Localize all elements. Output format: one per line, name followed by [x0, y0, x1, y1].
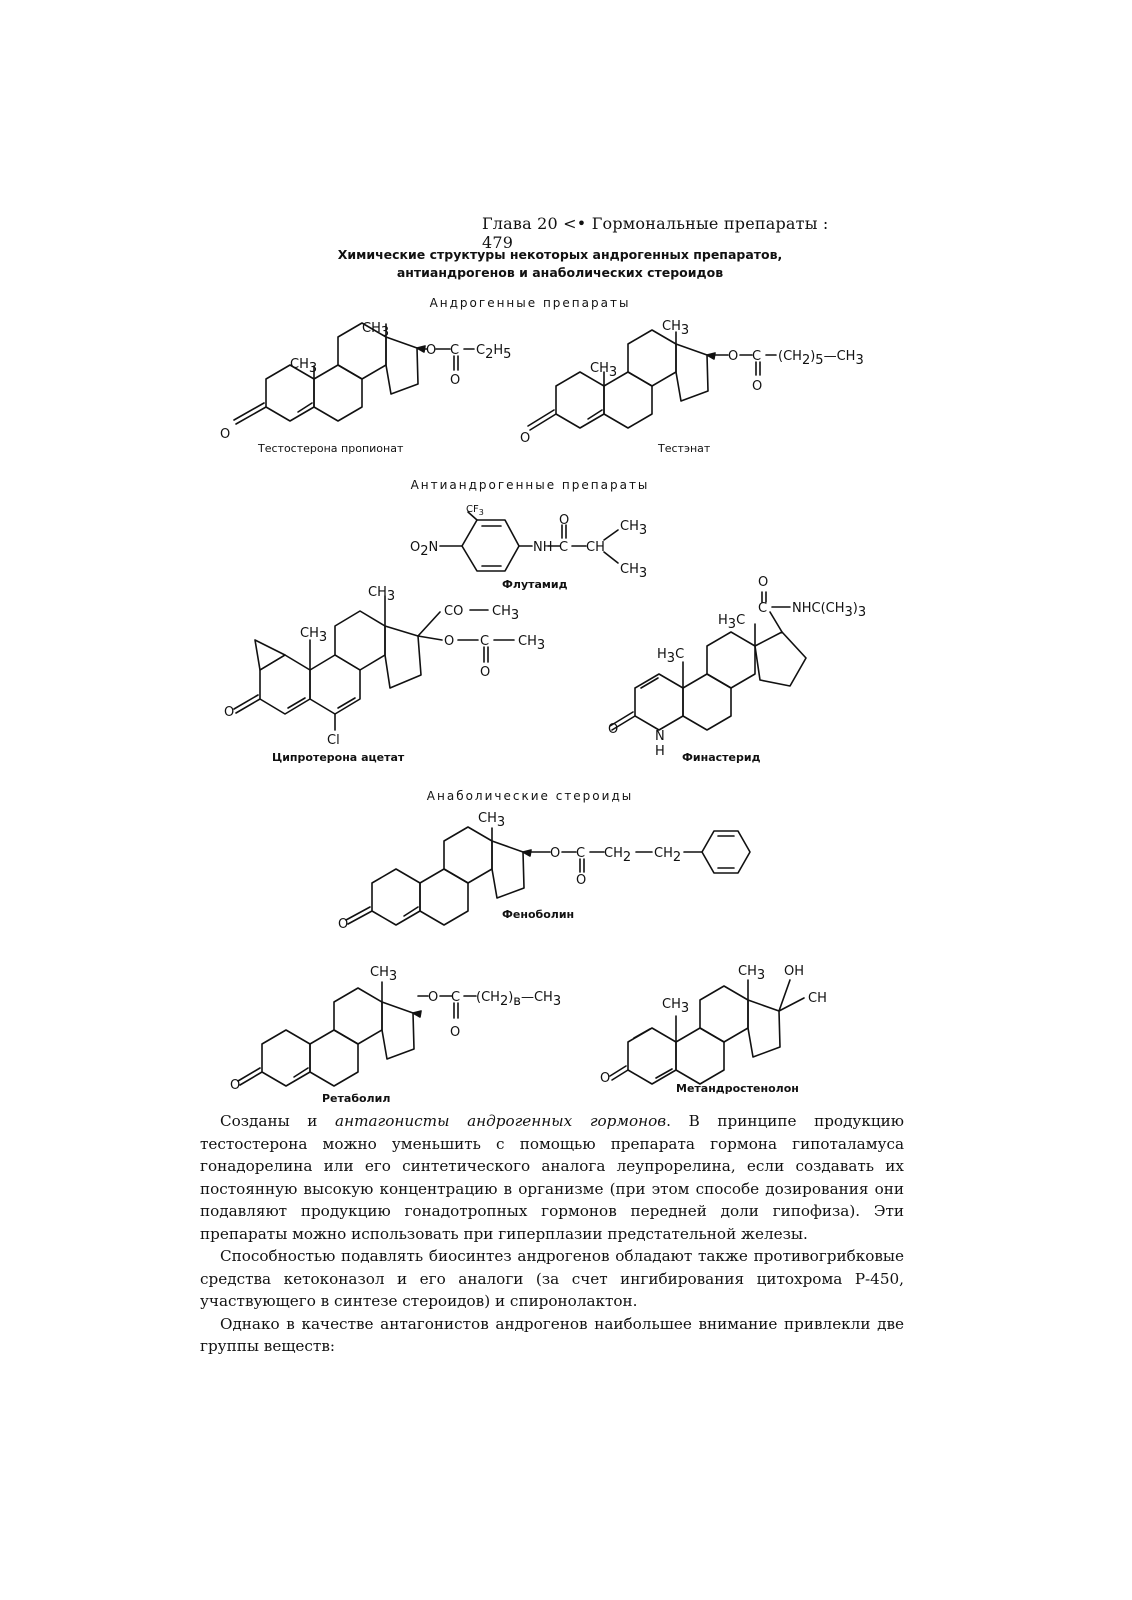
label-testenate: Тестэнат: [657, 442, 711, 455]
svg-text:C: C: [450, 343, 459, 358]
svg-text:O: O: [559, 513, 569, 528]
svg-text:O: O: [338, 917, 348, 932]
section-androgens: Андрогенные препараты: [429, 296, 631, 310]
svg-text:O: O: [224, 705, 234, 720]
svg-text:CH3: CH3: [662, 319, 689, 338]
svg-text:C: C: [758, 601, 767, 616]
svg-text:H3C: H3C: [718, 613, 745, 632]
svg-text:CH3: CH3: [518, 634, 545, 653]
svg-text:CO: CO: [444, 604, 463, 619]
svg-text:CH3: CH3: [492, 604, 519, 623]
svg-text:CH3: CH3: [620, 562, 647, 581]
svg-text:O2N: O2N: [410, 540, 438, 559]
svg-text:H: H: [655, 744, 665, 759]
svg-text:O: O: [444, 634, 454, 649]
svg-text:O: O: [600, 1071, 610, 1086]
paragraph-2: Способностью подавлять биосинтез андроге…: [200, 1247, 904, 1310]
svg-text:C2H5: C2H5: [476, 343, 511, 362]
svg-text:O: O: [426, 343, 436, 358]
svg-text:C: C: [576, 846, 585, 861]
label-methandrostenolone: Метандростенолон: [676, 1082, 799, 1095]
svg-text:CF3: CF3: [466, 504, 484, 517]
methandrostenolone-structure: O CH3 CH3 OH CH: [600, 964, 827, 1086]
svg-text:NH: NH: [533, 540, 553, 555]
svg-text:CH3: CH3: [300, 626, 327, 645]
svg-text:(CH2)в—CH3: (CH2)в—CH3: [476, 990, 561, 1009]
svg-text:C: C: [480, 634, 489, 649]
svg-text:O: O: [450, 373, 460, 388]
svg-text:NHC(CH3)3: NHC(CH3)3: [792, 601, 866, 620]
label-testosterone-propionate: Тестостерона пропионат: [257, 442, 404, 455]
svg-text:O: O: [520, 431, 530, 446]
svg-text:OH: OH: [784, 964, 804, 979]
svg-text:CH3: CH3: [478, 811, 505, 830]
svg-text:O: O: [230, 1078, 240, 1093]
svg-text:CH3: CH3: [362, 321, 389, 340]
running-header: Глава 20 <• Гормональные препараты : 479: [482, 214, 829, 252]
emphasis-antagonists: антагонисты андрогенных гормонов: [335, 1112, 667, 1130]
svg-text:O: O: [752, 379, 762, 394]
svg-text:CH2: CH2: [654, 846, 681, 865]
svg-text:O: O: [608, 722, 618, 737]
paragraph-1: Созданы и антагонисты андрогенных гормон…: [200, 1112, 904, 1243]
svg-text:CH3: CH3: [590, 361, 617, 380]
svg-text:CH: CH: [586, 540, 605, 555]
svg-text:C: C: [559, 540, 568, 555]
svg-text:C: C: [451, 990, 460, 1005]
svg-text:N: N: [655, 729, 665, 744]
structures-figure: O CH3 CH3 O C C2H5 O Тестостерона пропио…: [220, 319, 866, 1105]
svg-text:CH3: CH3: [738, 964, 765, 983]
label-finasteride: Финастерид: [682, 751, 761, 764]
svg-text:O: O: [480, 665, 490, 680]
testenate-structure: O CH3 CH3 O C (CH2)5—CH3 O: [520, 319, 864, 446]
svg-text:Cl: Cl: [327, 733, 340, 748]
svg-text:CH3: CH3: [662, 997, 689, 1016]
retabolil-structure: O CH3 O C (CH2)в—CH3 O: [230, 965, 561, 1093]
testosterone-propionate-structure: O CH3 CH3 O C C2H5 O: [220, 321, 511, 442]
svg-text:O: O: [220, 427, 230, 442]
flutamide-structure: CF3 O2N NH C O CH CH3 CH3: [410, 504, 647, 581]
figure-title-line-2: антиандрогенов и анаболических стероидов: [396, 265, 724, 280]
cyproterone-acetate-structure: CH3 CH3 CO CH3 O C CH3 O O Cl: [224, 585, 545, 748]
svg-text:(CH2)5—CH3: (CH2)5—CH3: [778, 349, 864, 368]
svg-text:CH2: CH2: [604, 846, 631, 865]
label-phenobolin: Феноболин: [502, 908, 574, 921]
svg-text:CH3: CH3: [368, 585, 395, 604]
svg-text:O: O: [576, 873, 586, 888]
label-flutamide: Флутамид: [502, 578, 568, 591]
svg-text:CH3: CH3: [620, 519, 647, 538]
svg-text:O: O: [728, 349, 738, 364]
svg-text:O: O: [758, 575, 768, 590]
svg-text:H3C: H3C: [657, 647, 684, 666]
body-text: Созданы и антагонисты андрогенных гормон…: [200, 1110, 904, 1358]
figure-title-line-1: Химические структуры некоторых андрогенн…: [337, 247, 783, 262]
svg-text:O: O: [550, 846, 560, 861]
svg-text:O: O: [428, 990, 438, 1005]
svg-text:CH: CH: [808, 991, 827, 1006]
paragraph-3: Однако в качестве антагонистов андрогено…: [200, 1314, 904, 1356]
svg-text:O: O: [450, 1025, 460, 1040]
section-antiandrogens: Антиандрогенные препараты: [410, 478, 650, 492]
phenobolin-structure: O CH3 O C CH2 CH2 O: [338, 811, 751, 932]
svg-text:CH3: CH3: [370, 965, 397, 984]
label-cyproterone-acetate: Ципротерона ацетат: [272, 751, 405, 764]
svg-text:C: C: [752, 349, 761, 364]
label-retabolil: Ретаболил: [322, 1092, 390, 1105]
section-anabolic: Анаболические стероиды: [426, 789, 634, 803]
finasteride-structure: O N H H3C H3C O C NHC(CH3)3: [608, 575, 866, 759]
svg-text:CH3: CH3: [290, 357, 317, 376]
